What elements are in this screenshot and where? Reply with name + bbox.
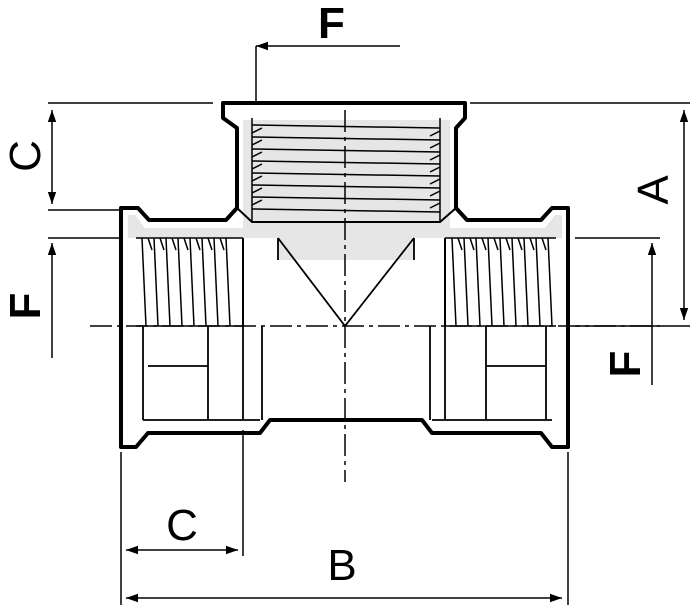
dimension-arrows (47, 41, 689, 603)
extension-lines (48, 46, 690, 605)
label-b: B (327, 541, 356, 590)
center-lines (90, 110, 660, 482)
label-c-bottom: C (166, 501, 198, 550)
top-thread (236, 118, 457, 223)
bore-lines (142, 237, 552, 421)
label-f-left: F (1, 293, 50, 320)
label-a: A (629, 175, 678, 205)
label-f-right: F (601, 351, 650, 378)
label-c-top: C (1, 140, 50, 172)
label-f-top: F (318, 0, 345, 48)
